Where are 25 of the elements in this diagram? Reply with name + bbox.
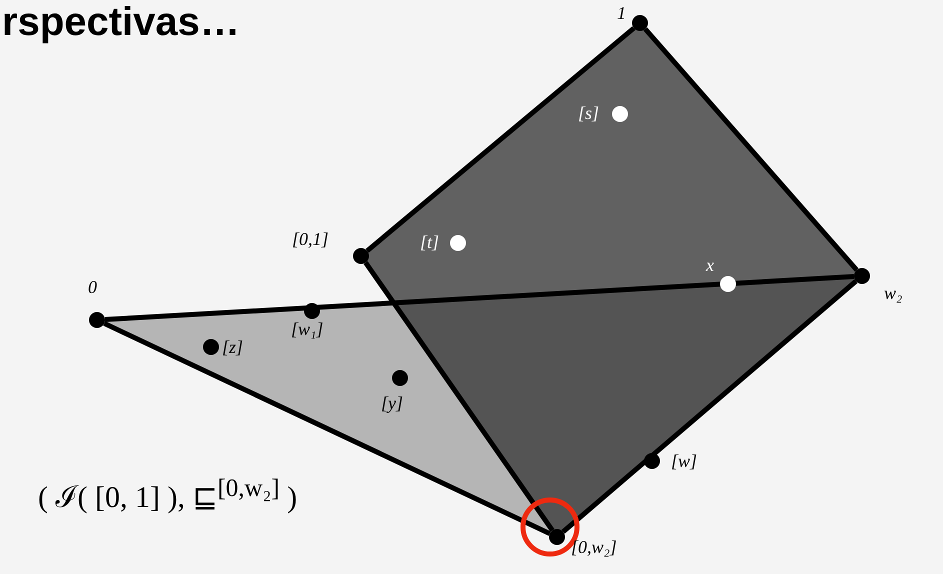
vertex-dot: [632, 15, 648, 31]
title: rspectivas…: [2, 0, 240, 44]
formula: ( ℐ( [0, 1] ), ⊑$^{[0,w₂]}$ ): [38, 476, 298, 513]
line-segment: [103, 321, 551, 536]
point-label: [z]: [222, 338, 244, 356]
vertex-label: 1: [617, 4, 626, 22]
point-label: [t]: [420, 233, 440, 251]
line-segment: [366, 26, 636, 253]
line-segment: [104, 274, 854, 322]
point-label: [w₁]: [291, 320, 324, 338]
vertex-dot: [89, 312, 105, 328]
vertex-label: w₂: [884, 284, 902, 302]
vertex-dot: [549, 529, 565, 545]
vertex-label: [0,w₂]: [571, 538, 617, 556]
line-segment: [364, 261, 554, 532]
vertex-label: [0,1]: [292, 230, 329, 248]
vertex-dot: [353, 248, 369, 264]
point-label: [s]: [578, 104, 600, 122]
line-segment: [561, 279, 858, 534]
point-label: x: [706, 256, 714, 274]
point-label: [w]: [671, 452, 698, 470]
point-label: [y]: [381, 394, 403, 412]
vertex-dot: [854, 268, 870, 284]
vertex-label: 0: [88, 278, 97, 296]
line-segment: [643, 27, 859, 272]
